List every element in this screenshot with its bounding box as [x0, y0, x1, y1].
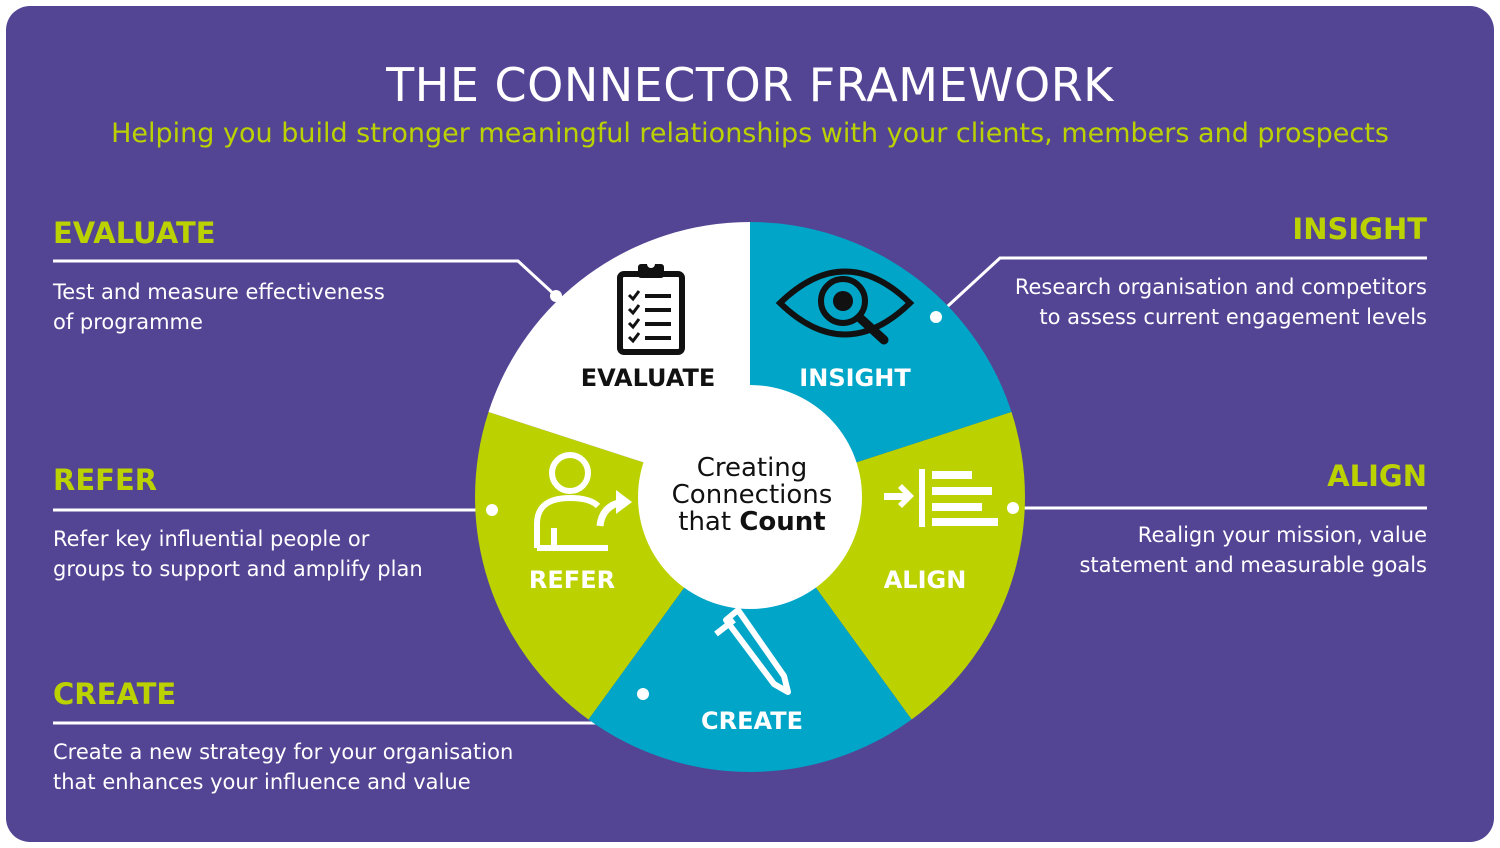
insight-desc-line2: to assess current engagement levels [1039, 305, 1427, 329]
create-connector-line [53, 692, 644, 725]
refer-heading: REFER [53, 463, 158, 497]
center-line1: Creating [697, 453, 808, 483]
page-subtitle: Helping you build stronger meaningful re… [111, 118, 1389, 149]
eye-magnifier-icon [775, 268, 915, 345]
evaluate-connector-dot [550, 290, 562, 302]
refer-desc-line1: Refer key influential people or [53, 527, 370, 551]
create-heading: CREATE [53, 677, 177, 711]
insight-description: Research organisation and competitors to… [1015, 272, 1427, 332]
create-desc-line2: that enhances your influence and value [53, 770, 471, 794]
refer-desc-line2: groups to support and amplify plan [53, 557, 423, 581]
evaluate-heading: EVALUATE [53, 216, 216, 250]
center-line3-prefix: that [678, 507, 739, 537]
insight-segment-label: INSIGHT [799, 364, 911, 392]
center-circle [638, 385, 862, 609]
align-description: Realign your mission, value statement an… [1079, 520, 1427, 580]
refer-segment-label: REFER [529, 566, 615, 594]
evaluate-desc-line1: Test and measure effectiveness [53, 280, 385, 304]
create-segment [588, 497, 912, 772]
pencil-icon [714, 607, 791, 695]
page-title: THE CONNECTOR FRAMEWORK [386, 58, 1114, 112]
refer-connector-dot [486, 504, 498, 516]
insight-connector-line [934, 256, 1427, 319]
center-line2: Connections [672, 480, 833, 510]
align-left-arrow-icon [884, 469, 998, 527]
insight-desc-line1: Research organisation and competitors [1014, 275, 1427, 299]
create-desc-line1: Create a new strategy for your organisat… [53, 740, 514, 764]
align-desc-line2: statement and measurable goals [1079, 553, 1427, 577]
insight-connector-dot [930, 311, 942, 323]
align-desc-line1: Realign your mission, value [1137, 523, 1427, 547]
align-segment-label: ALIGN [884, 566, 967, 594]
create-description: Create a new strategy for your organisat… [53, 737, 513, 797]
align-connector-dot [1007, 502, 1019, 514]
center-line3-bold: Count [739, 507, 825, 537]
clipboard-checklist-icon [617, 260, 685, 355]
evaluate-description: Test and measure effectiveness of progra… [53, 277, 385, 337]
create-connector-dot [637, 688, 649, 700]
refer-description: Refer key influential people or groups t… [53, 524, 423, 584]
create-segment-label: CREATE [701, 707, 803, 735]
evaluate-connector-line [53, 259, 558, 298]
align-heading: ALIGN [1327, 459, 1427, 493]
insight-heading: INSIGHT [1292, 212, 1427, 246]
person-share-icon [534, 452, 632, 551]
evaluate-segment-label: EVALUATE [581, 364, 716, 392]
center-line3: that Count [678, 507, 825, 537]
evaluate-desc-line2: of programme [53, 310, 203, 334]
